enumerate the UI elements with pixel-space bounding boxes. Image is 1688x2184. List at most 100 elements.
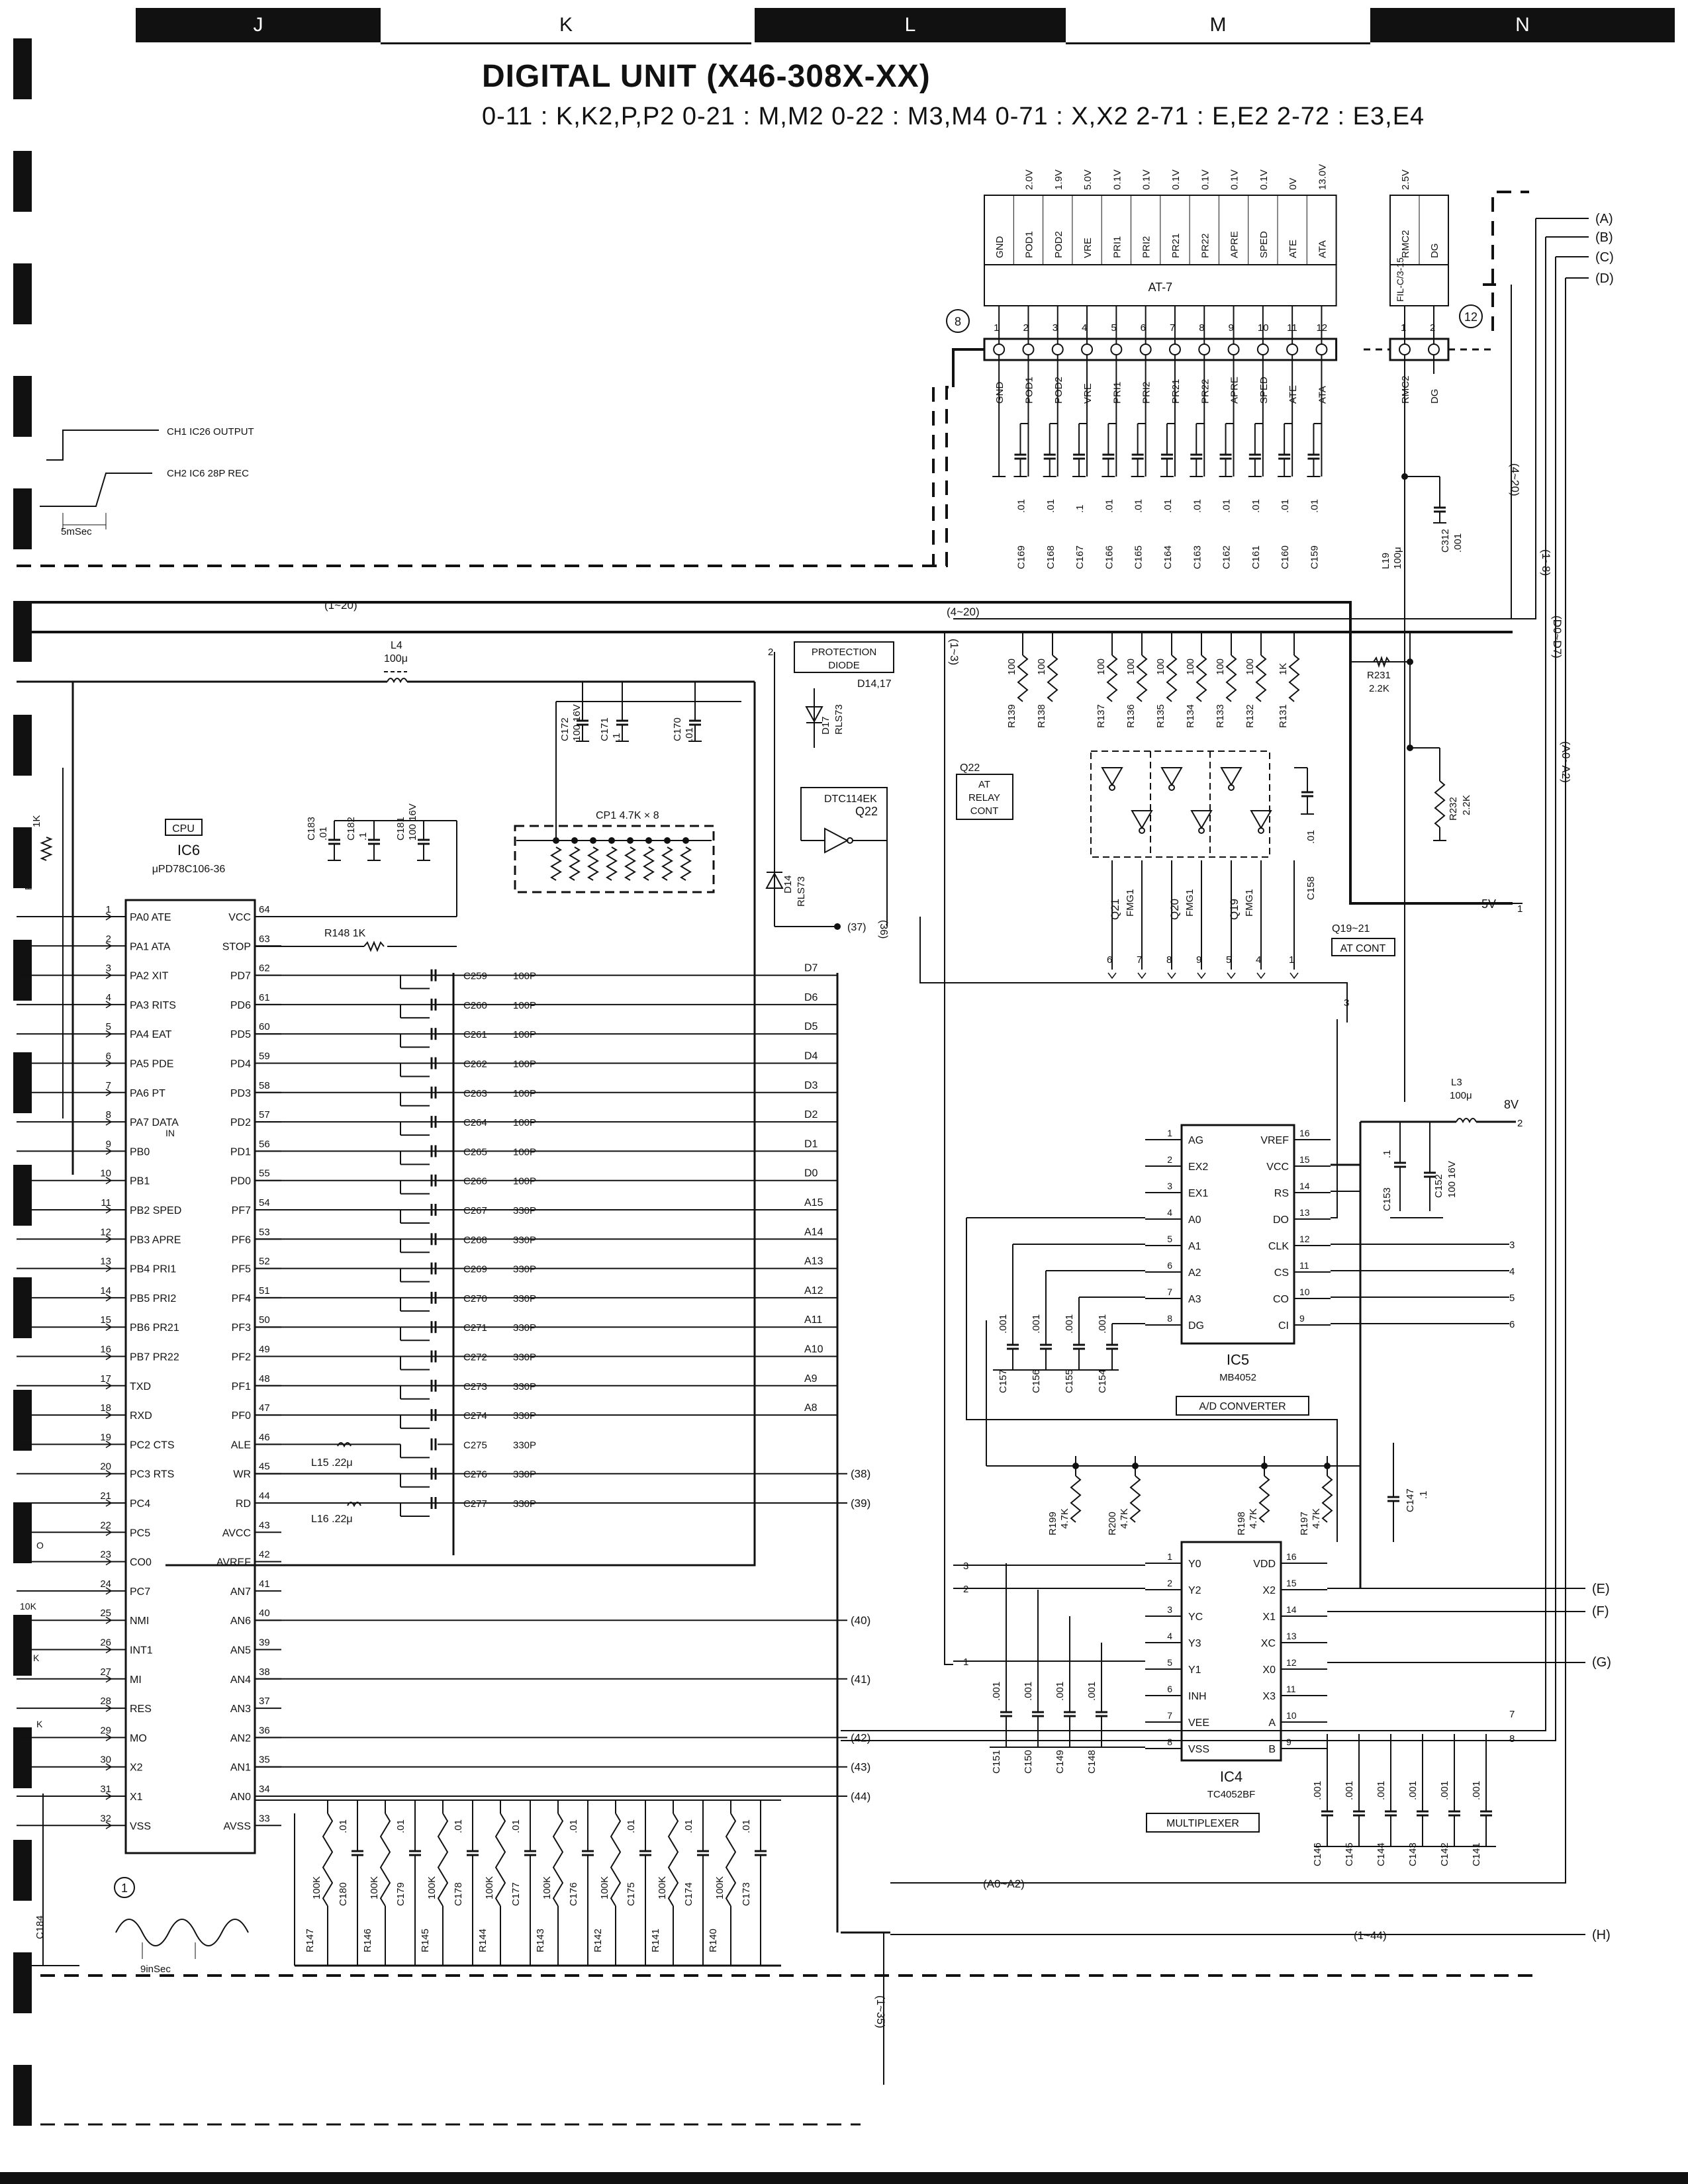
bus-cap-value: 330P	[513, 1469, 536, 1480]
ic6-left-pin-name: PC7	[130, 1586, 150, 1598]
connector8-pin-name: APRE	[1229, 231, 1241, 258]
connector8-ground-lead	[952, 348, 984, 387]
ic4-res-value: 4.7K	[1311, 1508, 1322, 1529]
connector8-cap-ref: C159	[1309, 545, 1320, 569]
ic4-pullup-resistor	[1070, 1475, 1082, 1523]
net-label: (A0~A2)	[983, 1878, 1025, 1890]
ic6-pin-arrow	[105, 1147, 113, 1156]
ic5-left-name: A3	[1188, 1294, 1201, 1305]
at-res-ref: R136	[1125, 704, 1137, 728]
bottom-edge	[0, 2172, 1688, 2184]
connector8-wire-label: PR22	[1199, 379, 1211, 404]
scope-time-label: 5mSec	[61, 526, 92, 537]
q-out-number: 8	[1166, 954, 1172, 966]
ic6-left-pin-name: RXD	[130, 1410, 152, 1422]
connector8-pin	[1139, 343, 1152, 355]
net-label: (37)	[847, 922, 866, 933]
atcont-box	[1331, 938, 1395, 956]
an-res-ref: R141	[650, 1929, 661, 1952]
ic5-right-name: CI	[1278, 1320, 1289, 1332]
ic6-pin-arrow	[105, 1264, 113, 1273]
ic4-left-num: 1	[1167, 1551, 1172, 1562]
ic6-right-ref: (44)	[851, 1790, 870, 1803]
ic6-right-pin-name: AN5	[230, 1645, 251, 1657]
bus-cap-ref: C268	[463, 1234, 487, 1246]
ic6-left-pin-number: 7	[106, 1080, 111, 1091]
an-res-value: 100K	[369, 1876, 380, 1899]
vcc-rail-down	[165, 682, 756, 1567]
connector8-cap-ref: C161	[1250, 545, 1262, 569]
an-cap-value: .01	[626, 1819, 637, 1833]
ic4-right-name: X1	[1262, 1612, 1276, 1623]
connector8-pin	[1227, 343, 1240, 355]
bus-cap-ref: C260	[463, 1000, 487, 1011]
ic5-right-num: 10	[1299, 1287, 1310, 1297]
ic6-right-pin-name: PD2	[230, 1117, 251, 1128]
ic6-right-pin-name: PD0	[230, 1176, 251, 1187]
ext-signal-label: (C)	[1595, 250, 1614, 265]
ic6-right-pin-number: 58	[259, 1080, 270, 1091]
an-res-value: 100K	[311, 1876, 322, 1899]
bus-cap-ref: C271	[463, 1322, 487, 1334]
connector8-pin-name: PR21	[1170, 233, 1182, 258]
ic6-right-pin-number: 54	[259, 1197, 270, 1208]
ic6-right-pin-name: STOP	[222, 941, 251, 952]
connector8-pin	[1286, 343, 1299, 355]
ic5-right-name: VCC	[1266, 1161, 1289, 1173]
ic4-right-name: B	[1268, 1744, 1276, 1755]
ic6-pin-arrow	[105, 1059, 113, 1068]
connector8-title: AT-7	[1148, 281, 1172, 294]
ic6-pin-arrow	[105, 1177, 113, 1185]
q-buffer-bubble	[1168, 784, 1175, 791]
ic6-pin-arrow	[105, 1294, 113, 1302]
ic6-pin-arrow	[105, 1440, 113, 1449]
at-res-value: 100	[1125, 659, 1137, 675]
connector8-pin-number: 5	[1111, 322, 1116, 334]
q22-box-line3: CONT	[970, 805, 999, 817]
title-block: DIGITAL UNIT (X46-308X-XX) 0-11 : K,K2,P…	[482, 58, 1425, 131]
ic6-pin-arrow	[105, 1411, 113, 1419]
bus-cap-value: 330P	[513, 1381, 536, 1392]
ic6-right-pin-number: 42	[259, 1549, 270, 1561]
bus-label: A10	[804, 1344, 823, 1355]
ic6-right-pin-number: 36	[259, 1725, 270, 1736]
registration-mark	[13, 376, 32, 437]
ic6-left-pin-name: MO	[130, 1733, 147, 1744]
bus-cap-value: 330P	[513, 1293, 536, 1304]
at-resistor	[1225, 655, 1237, 702]
connector8-pin	[1168, 343, 1181, 355]
ic4-left-num: 6	[1167, 1684, 1172, 1694]
connector8-voltage: 0V	[1288, 178, 1299, 190]
ic4-right-cap-ref: C144	[1376, 1843, 1387, 1866]
ic6-pin-arrow	[105, 1645, 113, 1654]
ic6-left-pin-name: PB0	[130, 1146, 150, 1158]
d14-ref: D14	[782, 875, 794, 893]
left-partial-label: K	[33, 1653, 40, 1663]
ic4-left-cap-value: .001	[1055, 1682, 1066, 1701]
ic6-left-pin-number: 25	[100, 1608, 111, 1619]
left-partial-label: C184	[34, 1915, 46, 1939]
ic6-right-pin-number: 48	[259, 1373, 270, 1385]
q-out-number: 5	[1226, 954, 1231, 966]
registration-mark	[13, 1952, 32, 2013]
an-resistor	[552, 1813, 564, 1907]
bus-cap-ref: C273	[463, 1381, 487, 1392]
connector12-pin	[1399, 343, 1411, 355]
q-ref: Q20	[1168, 899, 1181, 920]
c147-ref: C147	[1405, 1488, 1416, 1512]
connector12-wire-label: DG	[1429, 389, 1440, 404]
left-partial-label: O	[36, 1540, 44, 1551]
ic6-left-pin-name: PC4	[130, 1498, 150, 1510]
ic4-left-num: 4	[1167, 1631, 1172, 1641]
connector8-voltage: 0.1V	[1258, 169, 1270, 190]
ic4-left-cap-value: .001	[1086, 1682, 1098, 1701]
r232-resistor	[1434, 780, 1446, 828]
ic6-right-pin-name: PF5	[232, 1264, 251, 1275]
bus-cap-value: 100P	[513, 1088, 536, 1099]
net-label: (A0~A2)	[1560, 741, 1572, 783]
ic6-pin-arrow	[105, 1704, 113, 1712]
ic4-right-name: X0	[1262, 1664, 1276, 1676]
ic6-right-pin-number: 41	[259, 1578, 270, 1590]
ic5-right-num: 13	[1299, 1207, 1310, 1218]
connector8-wire-label: APRE	[1229, 377, 1241, 404]
